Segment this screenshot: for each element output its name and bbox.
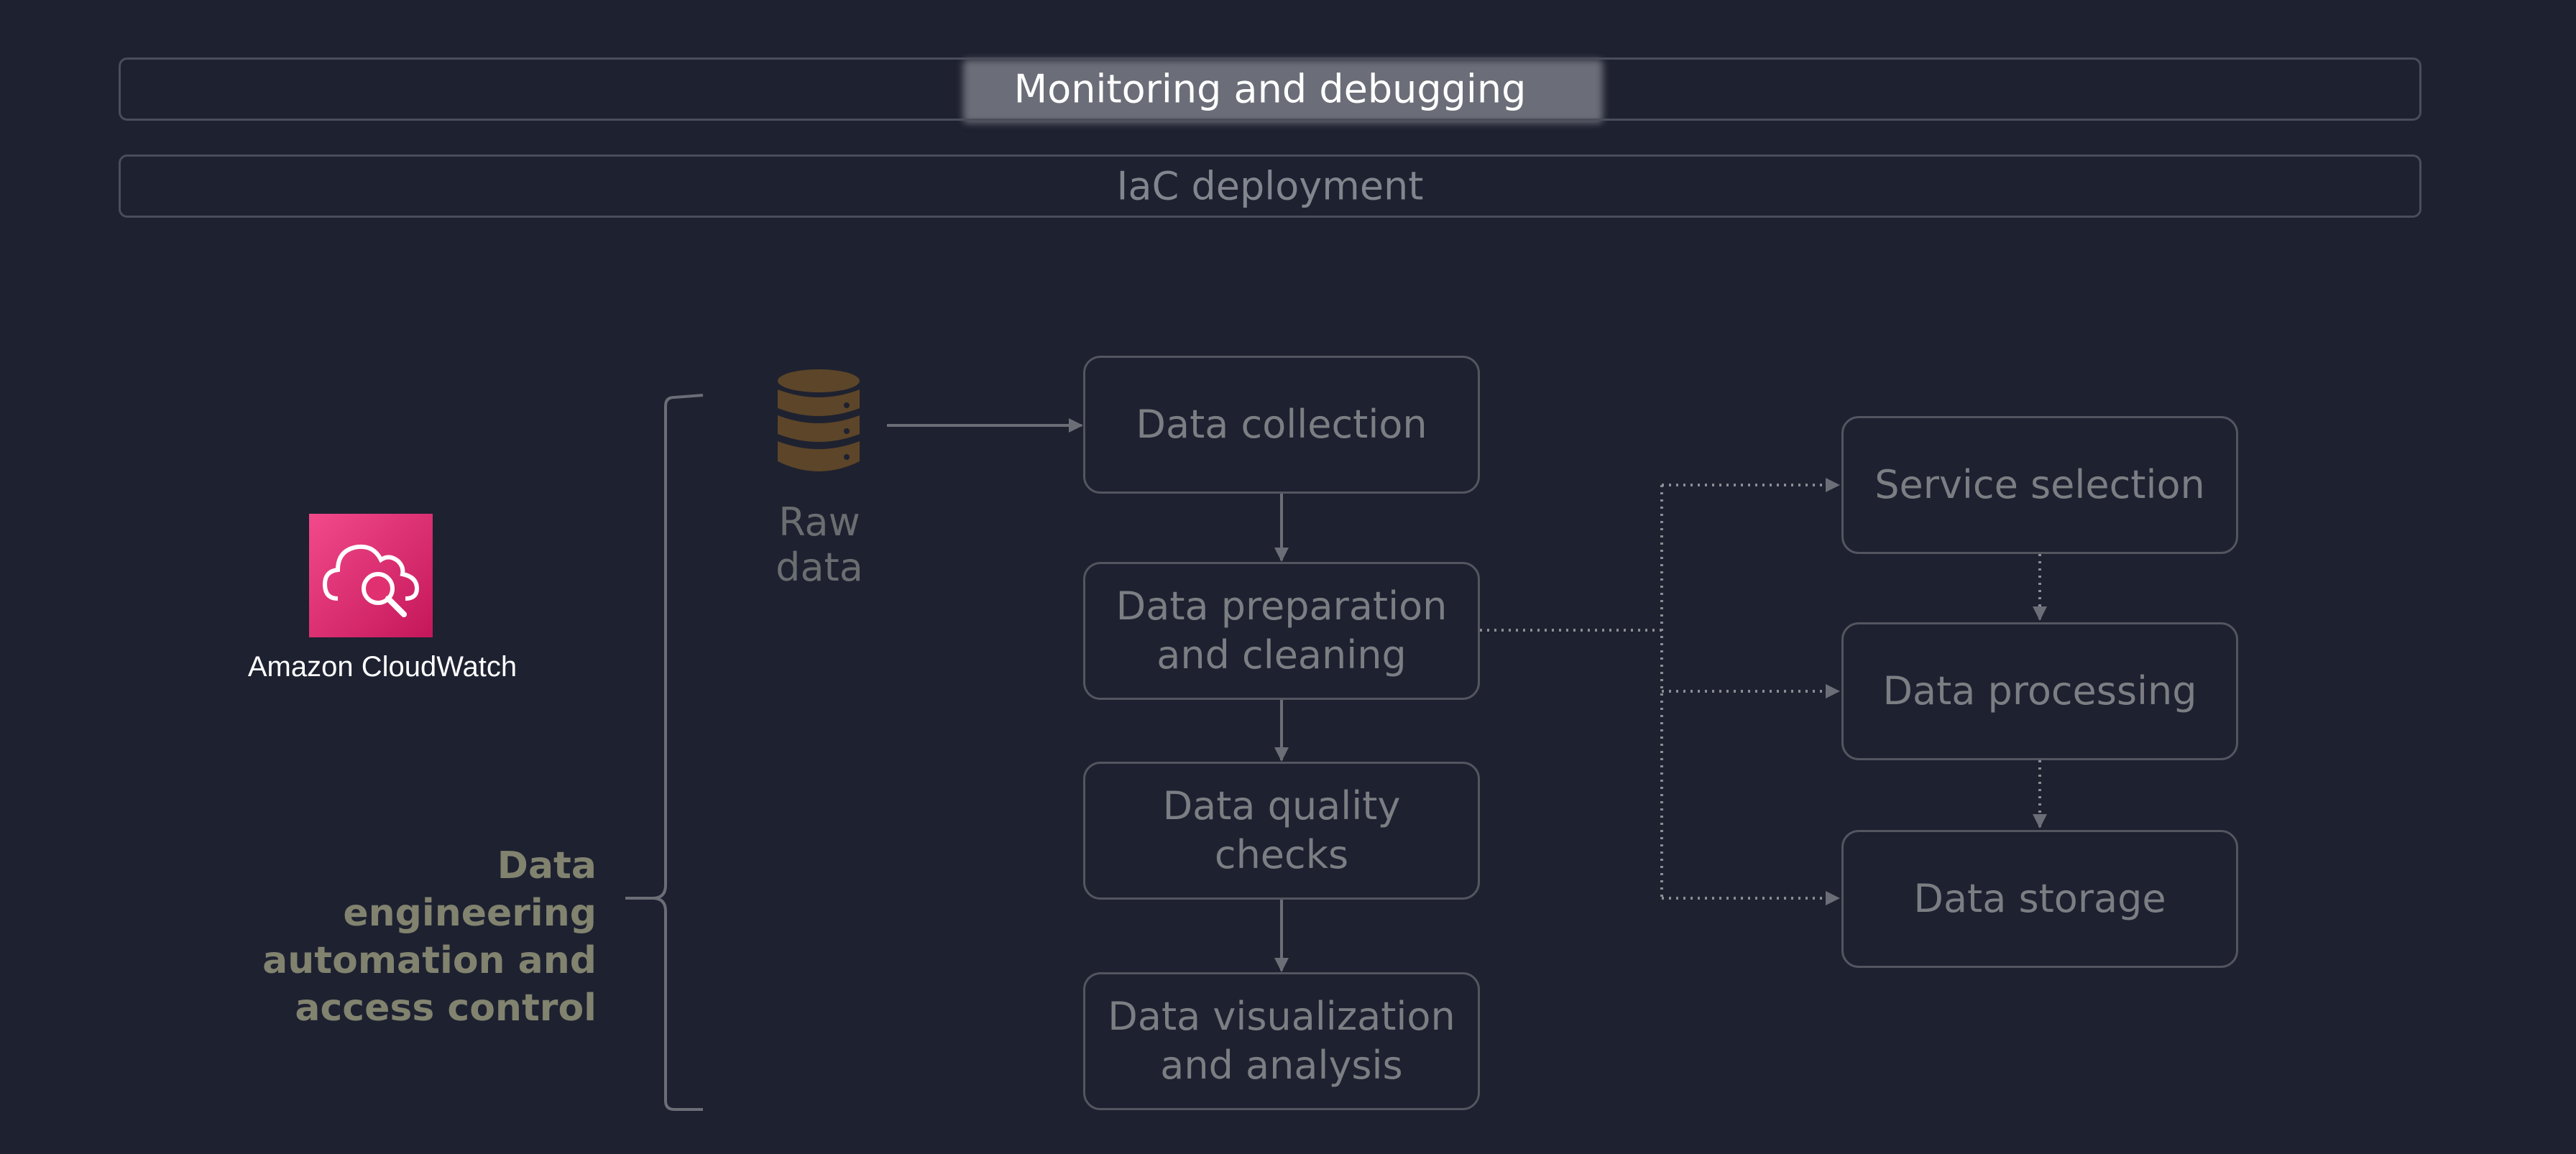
iac-bar: IaC deployment	[119, 154, 2421, 218]
data-collection-label: Data collection	[1136, 402, 1427, 447]
cloudwatch-label: Amazon CloudWatch	[247, 651, 518, 683]
raw-data-label: Raw data	[776, 499, 863, 590]
iac-label: IaC deployment	[1116, 163, 1424, 209]
data-visualization-box: Data visualization and analysis	[1083, 972, 1480, 1110]
data-storage-box: Data storage	[1841, 830, 2238, 968]
data-quality-label: Data quality checks	[1162, 783, 1401, 877]
data-storage-label: Data storage	[1913, 876, 2166, 921]
data-processing-box: Data processing	[1841, 622, 2238, 760]
data-preparation-box: Data preparation and cleaning	[1083, 562, 1480, 700]
data-quality-box: Data quality checks	[1083, 762, 1480, 900]
service-selection-label: Service selection	[1874, 462, 2205, 507]
data-collection-box: Data collection	[1083, 356, 1480, 494]
cloudwatch-icon	[309, 514, 433, 637]
data-visualization-label: Data visualization and analysis	[1108, 994, 1455, 1088]
monitoring-label: Monitoring and debugging	[1013, 66, 1527, 112]
monitoring-highlight	[963, 60, 1603, 123]
left-brace	[625, 394, 704, 1111]
data-engineering-label: Data engineering automation and access c…	[262, 844, 597, 1030]
monitoring-bar: Monitoring and debugging	[119, 57, 2421, 121]
data-preparation-label: Data preparation and cleaning	[1116, 583, 1448, 678]
database-icon	[778, 369, 860, 471]
data-processing-label: Data processing	[1882, 668, 2197, 714]
service-selection-box: Service selection	[1841, 416, 2238, 554]
